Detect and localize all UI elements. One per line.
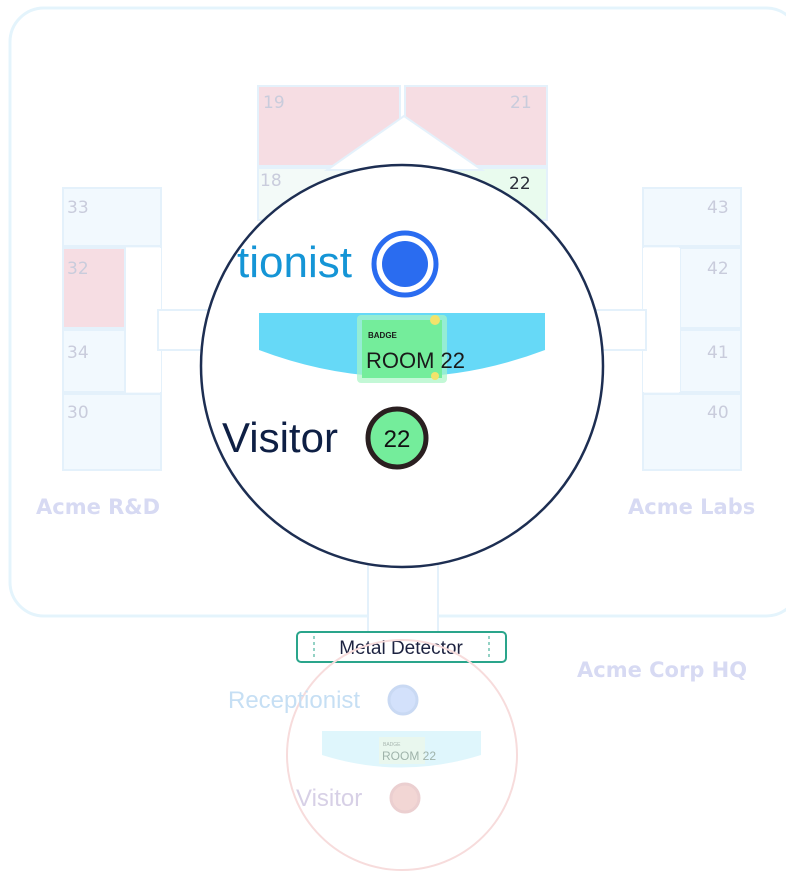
room-30 (62, 393, 162, 471)
left-wing: 33 32 34 30 (62, 187, 239, 471)
room-42-number: 42 (707, 259, 729, 279)
ghost-badge-header: BADGE (383, 742, 401, 748)
visitor-label: Visitor (296, 785, 362, 812)
left-corridor (126, 248, 161, 392)
room-22-number: 22 (509, 174, 531, 194)
reception-ring (286, 639, 518, 871)
room-19-number: 19 (263, 93, 285, 113)
right-wing-label: Acme Labs (628, 495, 755, 519)
lens-badge-room: ROOM 22 (366, 348, 465, 373)
room-41-number: 41 (707, 343, 729, 363)
right-corridor (643, 248, 680, 392)
lens-receptionist-label: tionist (237, 238, 352, 287)
room-18-number: 18 (260, 171, 282, 191)
room-21-number: 21 (510, 93, 532, 113)
right-wing: 43 42 41 40 (565, 187, 742, 471)
room-34-number: 34 (67, 343, 89, 363)
receptionist-label: Receptionist (228, 687, 360, 714)
reception-area: Receptionist BADGE ROOM 22 Visitor (228, 639, 518, 871)
room-42 (679, 247, 742, 329)
room-30-number: 30 (67, 403, 89, 423)
lens-badge-header: BADGE (368, 331, 398, 340)
lens-visitor-label: Visitor (222, 414, 338, 461)
lens-visitor-number: 22 (384, 426, 411, 453)
lens-badge (362, 320, 442, 378)
lens-border (199, 163, 605, 569)
visitor-marker (389, 782, 421, 814)
ghost-badge (379, 737, 425, 764)
magnifier-lens: tionist BADGE ROOM 22 Visitor 22 (199, 163, 605, 569)
building-name: Acme Corp HQ (577, 658, 747, 682)
room-43-number: 43 (707, 198, 729, 218)
room-33 (62, 187, 162, 247)
room-32-number: 32 (67, 259, 89, 279)
receptionist-marker (387, 684, 419, 716)
room-32 (62, 247, 126, 329)
badge-clip-bottom (431, 372, 439, 380)
room-40-number: 40 (707, 403, 729, 423)
ghost-badge-room: ROOM 22 (382, 749, 436, 763)
room-33-number: 33 (67, 198, 89, 218)
room-41 (679, 329, 742, 393)
metal-detector: Metal Detector (296, 631, 507, 663)
room-34 (62, 329, 126, 393)
badge-clip-top (430, 315, 440, 325)
lens-visitor-marker (365, 406, 429, 470)
left-wing-label: Acme R&D (36, 495, 160, 519)
room-43 (642, 187, 742, 247)
room-40 (642, 393, 742, 471)
